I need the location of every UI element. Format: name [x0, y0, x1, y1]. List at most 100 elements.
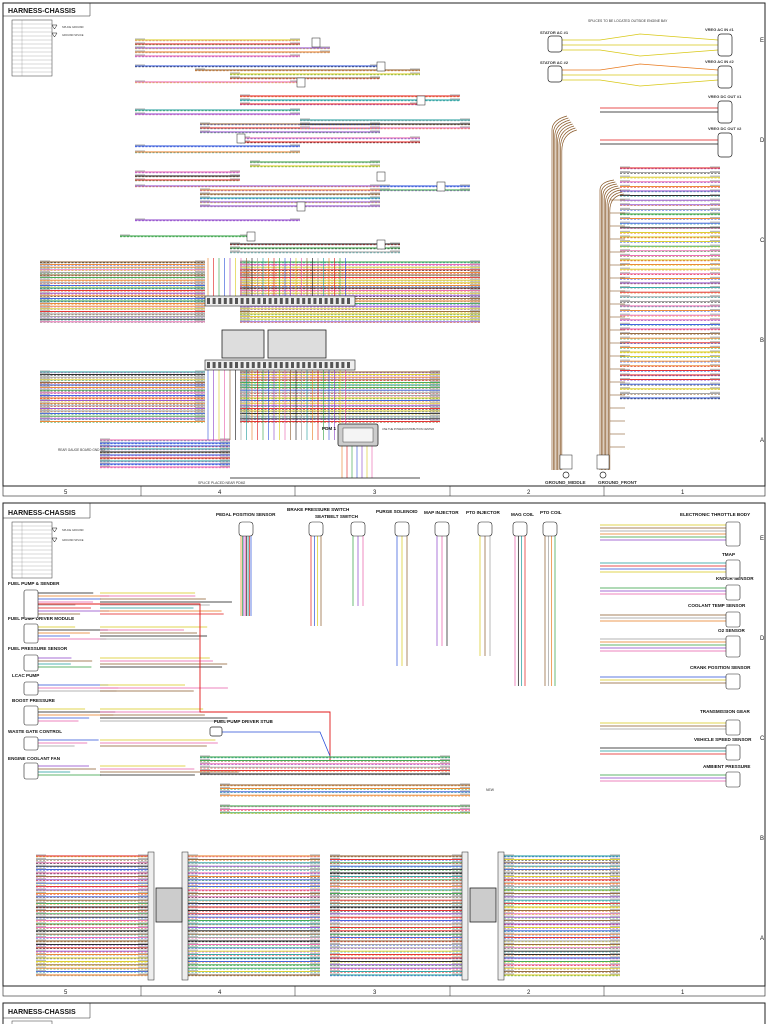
wire-label-tag [410, 102, 420, 104]
connector-pin [229, 298, 233, 304]
wire-label-tag [100, 459, 110, 461]
wire-label-tag [710, 378, 720, 380]
wire-label-tag [188, 898, 198, 900]
wire-label-tag [620, 295, 630, 297]
wire-label-tag [240, 263, 250, 265]
inline-connector [436, 181, 446, 192]
wire-label-tag [504, 868, 514, 870]
wire-label-tag [620, 364, 630, 366]
wire-label-tag [470, 294, 480, 296]
connector-pin [240, 362, 244, 368]
wire-label-tag [120, 234, 130, 236]
wire-label-tag [240, 399, 250, 401]
wire-label-tag [610, 932, 620, 934]
connector-pin [212, 362, 216, 368]
wire-label-tag [620, 203, 630, 205]
wire-label-tag [310, 959, 320, 961]
component-connector [725, 521, 741, 547]
wire-label-tag [240, 388, 250, 390]
wire-label-tag [370, 192, 380, 194]
wire-label-tag [138, 932, 148, 934]
wire-label-tag [710, 226, 720, 228]
wire-label-tag [188, 902, 198, 904]
wire-label-tag [195, 268, 205, 270]
wire-label-tag [195, 304, 205, 306]
inline-connector [296, 201, 306, 212]
wire-label-tag [240, 260, 250, 262]
ground-symbol-icon [51, 537, 58, 543]
wire-label-tag [470, 268, 480, 270]
wire-label-tag [240, 373, 250, 375]
wire-label-tag [200, 204, 210, 206]
wire-label-tag [430, 375, 440, 377]
wire-label-tag [40, 419, 50, 421]
wire-label-tag [470, 283, 480, 285]
wire-label-tag [188, 942, 198, 944]
wire-label-tag [195, 399, 205, 401]
wire-label-tag [470, 263, 480, 265]
pedal-position-sensor-label: PEDAL POSITION SENSOR [216, 512, 276, 517]
wire-label-tag [138, 966, 148, 968]
wire-label-tag [370, 196, 380, 198]
wire-label-tag [100, 444, 110, 446]
wire-label-tag [610, 966, 620, 968]
wire-label-tag [40, 373, 50, 375]
wire-label-tag [610, 871, 620, 873]
wire-label-tag [310, 861, 320, 863]
wire-label-tag [504, 881, 514, 883]
wire-label-tag [195, 419, 205, 421]
wire-label-tag [470, 286, 480, 288]
component-connector [434, 521, 450, 537]
wire-label-tag [310, 953, 320, 955]
wire-label-tag [504, 963, 514, 965]
wire-label-tag [40, 312, 50, 314]
wire-label-tag [138, 898, 148, 900]
wire-label-tag [390, 242, 400, 244]
wire-label-tag [452, 861, 462, 863]
wire-label-tag [40, 406, 50, 408]
wire-label-tag [452, 942, 462, 944]
wire-label-tag [710, 263, 720, 265]
wire-label-tag [310, 912, 320, 914]
wire-label-tag [240, 276, 250, 278]
col-number: 2 [527, 490, 531, 496]
wire-label-tag [470, 302, 480, 304]
wire-label-tag [330, 864, 340, 866]
col-number: 4 [218, 990, 222, 996]
wire-label-tag [620, 184, 630, 186]
ground-wire [553, 117, 569, 470]
wire-label-tag [195, 260, 205, 262]
wire-label-tag [710, 391, 720, 393]
wire-label-tag [40, 265, 50, 267]
wire-label-tag [40, 304, 50, 306]
wire-label-tag [310, 878, 320, 880]
wire-label-tag [230, 174, 240, 176]
wire-label-tag [195, 414, 205, 416]
wire-label-tag [310, 956, 320, 958]
wire-label-tag [452, 963, 462, 965]
wire-label-tag [135, 64, 145, 66]
wire-label-tag [452, 854, 462, 856]
wire-label-tag [138, 905, 148, 907]
wire-label-tag [36, 966, 46, 968]
wire-label-tag [40, 391, 50, 393]
wire-label-tag [40, 268, 50, 270]
wire-label-tag [460, 804, 470, 806]
wire-label-tag [195, 263, 205, 265]
wire-label-tag [240, 378, 250, 380]
wire-label-tag [240, 270, 250, 272]
wire-label-tag [40, 320, 50, 322]
wire-label-tag [138, 970, 148, 972]
stator-connectors: STATOR AC #1 STATOR AC #2 VREG AC IN #1 … [540, 27, 742, 158]
col-number: 5 [64, 490, 68, 496]
wire-label-tag [452, 888, 462, 890]
wire-label-tag [290, 150, 300, 152]
wire-label-tag [240, 409, 250, 411]
wire-label-tag [330, 868, 340, 870]
connector-pin [268, 362, 272, 368]
transmission-gear-label: TRANSMISSION GEAR [700, 709, 750, 714]
component-connector [725, 771, 741, 788]
seatbelt-switch-label: SEATBELT SWITCH [315, 514, 359, 519]
ground-wire [561, 129, 577, 470]
wire-label-tag [330, 970, 340, 972]
